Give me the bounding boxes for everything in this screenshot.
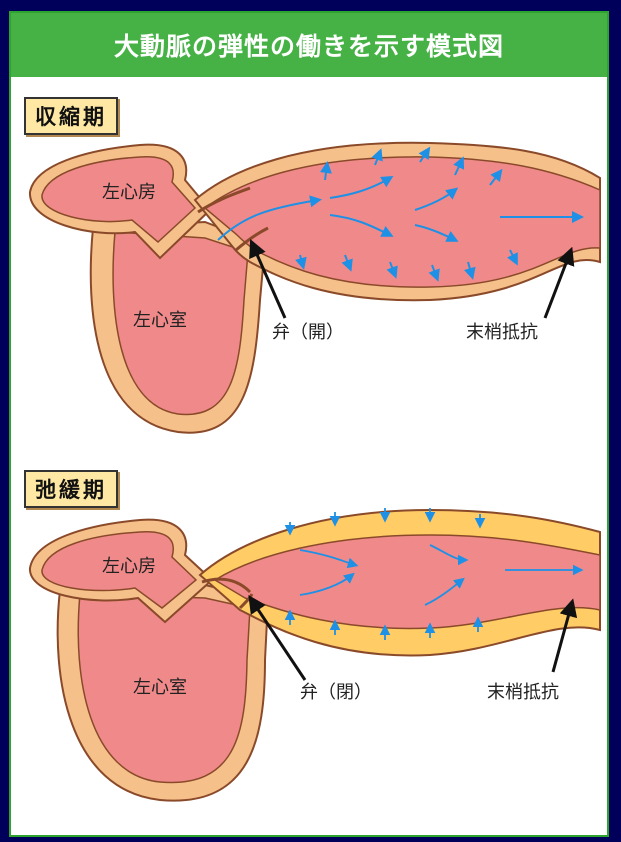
systole-atrium-label: 左心房 <box>102 182 156 203</box>
systole-diagram: 左心房 左心室 弁（開） 末梢抵抗 <box>30 143 600 433</box>
systole-resistance-label: 末梢抵抗 <box>466 322 538 343</box>
systole-ventricle-label: 左心室 <box>133 310 187 331</box>
diastole-ventricle-label: 左心室 <box>133 677 187 698</box>
diastole-resistance-label: 末梢抵抗 <box>487 682 559 703</box>
diastole-valve-label: 弁（閉） <box>300 682 372 703</box>
systole-valve-label: 弁（開） <box>272 322 344 343</box>
diastole-diagram: 左心房 左心室 弁（閉） 末梢抵抗 <box>30 508 600 801</box>
diastole-atrium-label: 左心房 <box>102 556 156 577</box>
